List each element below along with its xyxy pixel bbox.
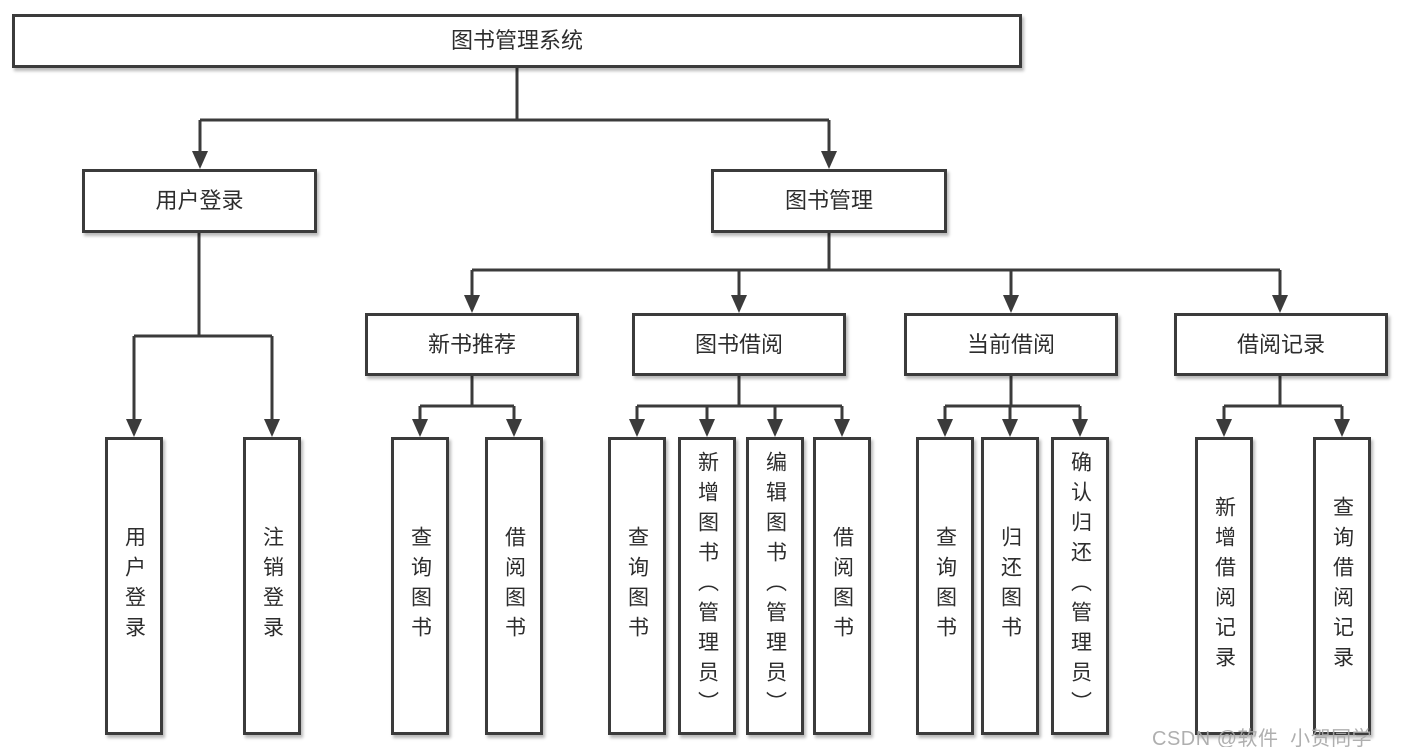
leaf-confirm-return-admin: 确认归还（管理员）	[1051, 437, 1109, 735]
connector-lines-new-book-recommend	[418, 376, 516, 421]
node-book-borrow: 图书借阅	[632, 313, 846, 376]
node-label: 编辑图书（管理员）	[763, 451, 787, 721]
node-current-borrow: 当前借阅	[904, 313, 1118, 376]
node-label: 查询图书	[625, 526, 649, 646]
arrowheads	[126, 151, 1350, 437]
leaf-add-borrow-record: 新增借阅记录	[1195, 437, 1253, 735]
node-label: 确认归还（管理员）	[1068, 451, 1092, 721]
arrowhead	[699, 419, 715, 437]
node-book-management: 图书管理	[711, 169, 947, 233]
connector-lines-book-management	[470, 233, 1282, 297]
arrowhead	[1003, 295, 1019, 313]
node-label: 借阅记录	[1236, 331, 1325, 357]
node-label: 用户登录	[155, 188, 244, 213]
arrowhead	[1072, 419, 1088, 437]
node-library-system: 图书管理系统	[12, 14, 1022, 68]
arrowhead	[834, 419, 850, 437]
arrowhead	[821, 151, 837, 169]
arrowhead	[767, 419, 783, 437]
leaf-user-login: 用户登录	[105, 437, 163, 735]
node-label: 图书借阅	[694, 331, 783, 357]
node-label: 借阅图书	[502, 526, 526, 646]
connector-lines-borrow-records	[1222, 376, 1344, 421]
leaf-query-books-borrow: 查询图书	[608, 437, 666, 735]
arrowhead	[629, 419, 645, 437]
arrowhead	[464, 295, 480, 313]
node-new-book-recommend: 新书推荐	[365, 313, 579, 376]
arrowhead	[126, 419, 142, 437]
arrowhead	[1334, 419, 1350, 437]
leaf-query-borrow-record: 查询借阅记录	[1313, 437, 1371, 735]
leaf-return-book: 归还图书	[981, 437, 1039, 735]
node-label: 当前借阅	[966, 331, 1055, 357]
arrowhead	[506, 419, 522, 437]
arrowhead	[731, 295, 747, 313]
node-label: 注销登录	[260, 526, 284, 646]
node-user-login: 用户登录	[82, 169, 317, 233]
leaf-query-books-current: 查询图书	[916, 437, 974, 735]
leaf-borrow-books: 借阅图书	[813, 437, 871, 735]
csdn-watermark: CSDN @软件_小贺同学	[1152, 728, 1373, 747]
node-label: 新增借阅记录	[1212, 496, 1236, 676]
arrowhead	[937, 419, 953, 437]
leaf-edit-book-admin: 编辑图书（管理员）	[746, 437, 804, 735]
arrowhead	[1002, 419, 1018, 437]
connector-lines-book-borrow	[635, 376, 844, 421]
arrowhead	[412, 419, 428, 437]
node-label: 新增图书（管理员）	[695, 451, 719, 721]
connector-lines-current-borrow	[943, 376, 1082, 421]
node-label: 查询图书	[933, 526, 957, 646]
node-label: 归还图书	[998, 526, 1022, 646]
node-label: 用户登录	[122, 526, 146, 646]
leaf-logout: 注销登录	[243, 437, 301, 735]
node-label: 查询借阅记录	[1330, 496, 1354, 676]
arrowhead	[1272, 295, 1288, 313]
node-label: 图书管理	[784, 188, 873, 213]
node-borrow-records: 借阅记录	[1174, 313, 1388, 376]
node-label: 新书推荐	[427, 331, 516, 357]
connector-lines-user-login	[132, 233, 274, 421]
leaf-query-books-recommend: 查询图书	[391, 437, 449, 735]
arrowhead	[192, 151, 208, 169]
node-label: 借阅图书	[830, 526, 854, 646]
arrowhead	[1216, 419, 1232, 437]
leaf-borrow-books-recommend: 借阅图书	[485, 437, 543, 735]
leaf-add-book-admin: 新增图书（管理员）	[678, 437, 736, 735]
connector-lines-root	[198, 67, 831, 153]
node-label: 图书管理系统	[450, 28, 583, 53]
arrowhead	[264, 419, 280, 437]
node-label: 查询图书	[408, 526, 432, 646]
